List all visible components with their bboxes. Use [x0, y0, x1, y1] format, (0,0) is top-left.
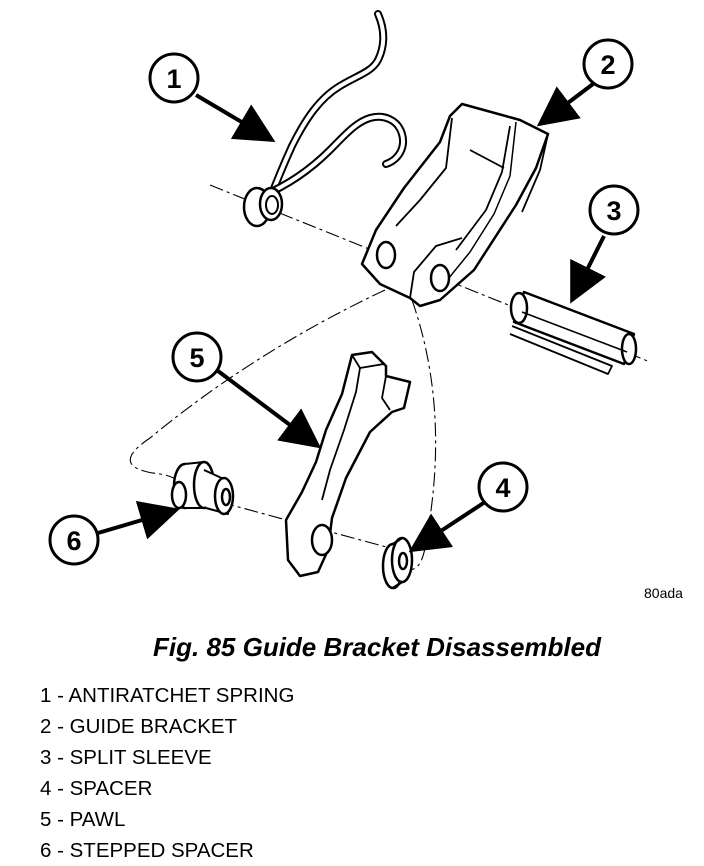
pawl [284, 350, 412, 578]
stepped-spacer [170, 460, 235, 516]
callout-5-number: 5 [189, 343, 204, 373]
legend-item-guide-bracket: 2 - GUIDE BRACKET [40, 715, 238, 738]
figure-caption: Fig. 85 Guide Bracket Disassembled [153, 632, 601, 662]
callout-1-number: 1 [166, 64, 181, 94]
leader-arrows [97, 82, 606, 553]
legend-item-pawl: 5 - PAWL [40, 808, 126, 831]
legend-item-antiratchet-spring: 1 - ANTIRATCHET SPRING [40, 684, 295, 707]
figure-code-label: 80ada [644, 585, 683, 601]
callout-6-number: 6 [66, 526, 81, 556]
callout-2: 2 [582, 38, 634, 90]
legend-item-stepped-spacer: 6 - STEPPED SPACER [40, 839, 254, 862]
callout-1: 1 [148, 52, 200, 104]
legend-item-split-sleeve: 3 - SPLIT SLEEVE [40, 746, 212, 769]
split-sleeve [509, 290, 638, 375]
exploded-view-diagram: 1 2 3 4 5 6 80ada [48, 10, 683, 601]
callout-4-number: 4 [495, 473, 510, 503]
parts-legend: 1 - ANTIRATCHET SPRING 2 - GUIDE BRACKET… [40, 680, 294, 866]
guide-bracket [360, 102, 550, 308]
callout-2-number: 2 [600, 50, 615, 80]
callout-3: 3 [588, 184, 640, 236]
callout-4: 4 [477, 461, 529, 513]
callout-5: 5 [171, 331, 223, 383]
legend-item-spacer: 4 - SPACER [40, 777, 153, 800]
callout-3-number: 3 [606, 196, 621, 226]
antiratchet-spring [242, 10, 407, 228]
callout-6: 6 [48, 514, 100, 566]
spacer [381, 536, 414, 590]
